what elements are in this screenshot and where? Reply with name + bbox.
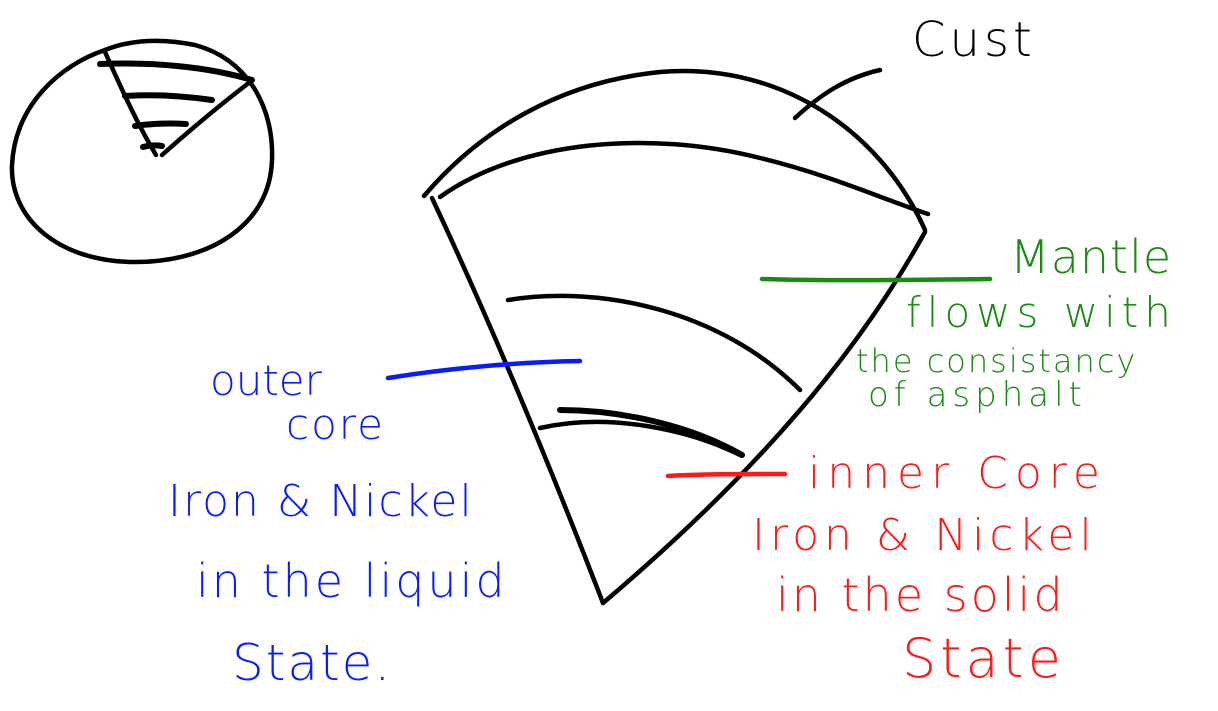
outer-core-desc-line-2: in the liquid xyxy=(196,554,508,608)
mantle-desc-line-1: flows with xyxy=(906,288,1177,337)
mantle-desc-line-3: of asphalt xyxy=(868,375,1087,415)
outer-core-desc-line-1: Iron & Nickel xyxy=(168,476,474,527)
outer-core-title-line-2: core xyxy=(286,400,385,449)
wedge-mantle-boundary xyxy=(505,293,803,393)
crust-pointer-line xyxy=(792,67,883,121)
inner-core-desc-line-3: State xyxy=(902,627,1065,690)
globe-wedge-layer-1 xyxy=(122,92,215,103)
mantle-title: Mantle xyxy=(1010,230,1173,284)
wedge-outer-arc xyxy=(421,68,928,233)
inner-core-desc-line-2: in the solid xyxy=(776,568,1066,622)
outer-core-pointer-line xyxy=(385,358,583,381)
wedge-outer-core-boundary-1 xyxy=(557,407,745,458)
wedge-crust-boundary xyxy=(437,140,931,217)
outer-core-desc-line-3: State. xyxy=(232,634,393,692)
mantle-desc-line-2: the consistancy xyxy=(856,342,1138,380)
globe-sketch xyxy=(9,38,275,265)
inner-core-title: inner Core xyxy=(808,448,1107,499)
mantle-pointer-line xyxy=(759,276,993,283)
inner-core-pointer-line xyxy=(665,471,788,479)
globe-wedge-right-edge xyxy=(159,79,253,158)
globe-wedge-crust-line xyxy=(97,60,255,83)
globe-wedge-layer-3 xyxy=(140,142,165,150)
crust-label: Cust xyxy=(912,12,1036,68)
outer-core-title-line-1: outer xyxy=(210,356,322,405)
inner-core-desc-line-1: Iron & Nickel xyxy=(752,510,1097,561)
earth-wedge xyxy=(421,68,931,606)
wedge-left-edge xyxy=(429,195,606,606)
globe-outline xyxy=(9,38,275,265)
globe-wedge-layer-2 xyxy=(132,120,189,129)
wedge-outer-core-boundary-2 xyxy=(537,419,743,458)
globe-wedge-left-edge xyxy=(102,49,159,158)
